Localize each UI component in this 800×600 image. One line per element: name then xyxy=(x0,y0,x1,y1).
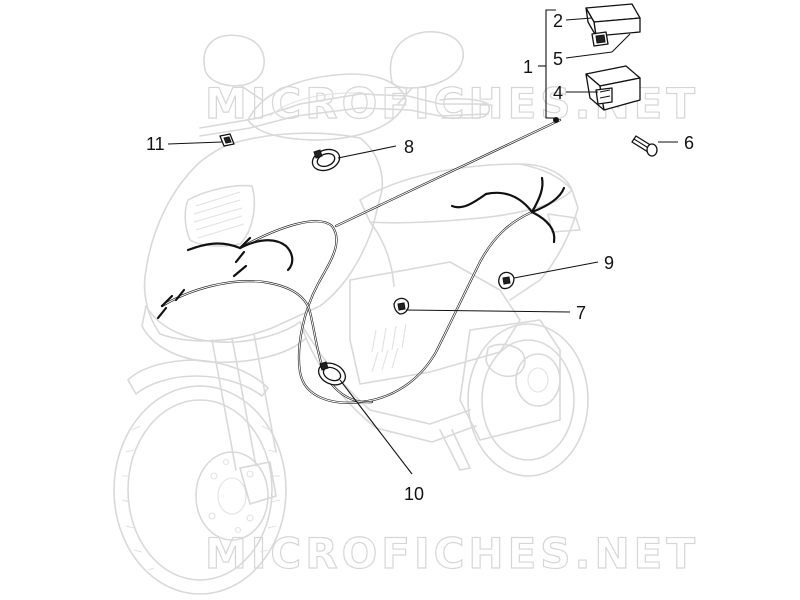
callout-5: 5 xyxy=(553,49,563,69)
part-11-clip xyxy=(219,133,235,147)
scooter-outline xyxy=(113,31,589,595)
part-4-fuse-box xyxy=(585,65,641,111)
callout-6: 6 xyxy=(684,133,694,153)
part-5-fuse xyxy=(591,31,609,47)
callout-8: 8 xyxy=(404,137,414,157)
callout-9: 9 xyxy=(604,253,614,273)
callout-10: 10 xyxy=(404,484,424,504)
part-9-clip xyxy=(498,271,515,290)
callout-4: 4 xyxy=(553,83,563,103)
part-6-screw xyxy=(631,135,658,157)
main-wiring-harness xyxy=(156,117,566,404)
callout-2: 2 xyxy=(553,11,563,31)
part-2-fuse-cover xyxy=(585,3,641,37)
callout-7: 7 xyxy=(576,303,586,323)
part-8-cable-band xyxy=(311,148,341,172)
callout-labels: 1 2 5 4 6 11 8 9 7 10 xyxy=(146,11,694,504)
callout-1: 1 xyxy=(523,57,533,77)
part-10-cable-band xyxy=(317,361,347,386)
callout-11: 11 xyxy=(146,134,165,154)
watermark-bottom: MICROFICHES.NET xyxy=(205,529,699,578)
part-7-clip xyxy=(393,297,410,315)
leader-lines xyxy=(167,9,678,475)
